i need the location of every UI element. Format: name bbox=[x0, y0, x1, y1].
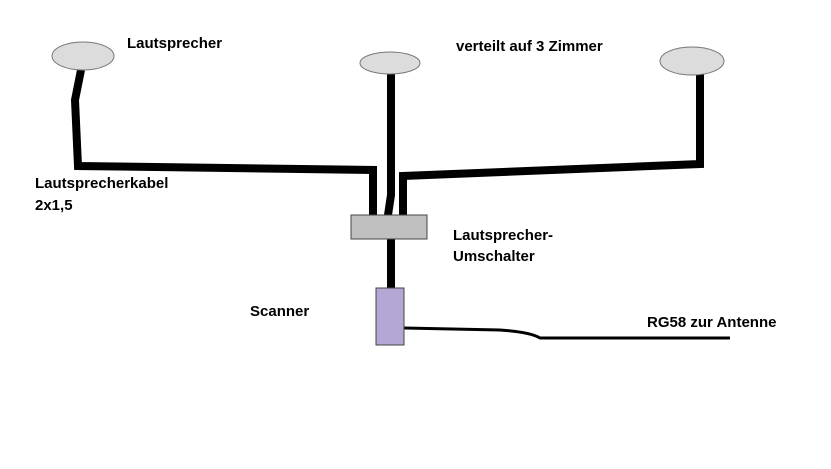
antenna-cable bbox=[403, 326, 730, 340]
scanner-box bbox=[375, 287, 405, 346]
wire-left-speaker bbox=[70, 69, 377, 215]
label-cable-line2: 2x1,5 bbox=[35, 197, 73, 214]
label-antenna-cable: RG58 zur Antenne bbox=[647, 314, 777, 331]
wire-right-speaker bbox=[399, 74, 704, 215]
label-scanner: Scanner bbox=[250, 303, 310, 320]
label-rooms: verteilt auf 3 Zimmer bbox=[456, 38, 603, 55]
speaker-right bbox=[659, 46, 725, 76]
label-speakers: Lautsprecher bbox=[127, 35, 223, 52]
label-cable-line1: Lautsprecherkabel bbox=[35, 175, 169, 192]
wire-middle-speaker bbox=[384, 74, 395, 216]
speaker-middle bbox=[359, 51, 421, 75]
label-switch-line2: Umschalter bbox=[453, 248, 535, 265]
speaker-left bbox=[51, 41, 115, 71]
label-switch-line1: Lautsprecher- bbox=[453, 227, 554, 244]
speaker-switch-box bbox=[350, 214, 428, 240]
